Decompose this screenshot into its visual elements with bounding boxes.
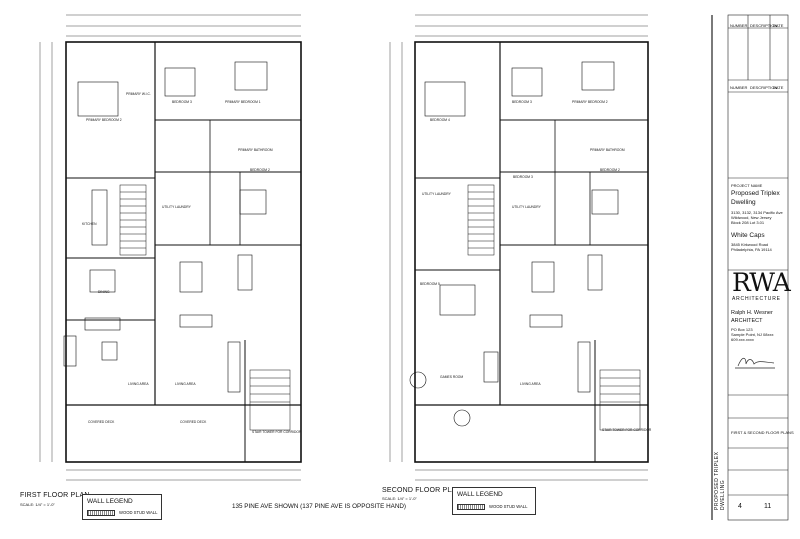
wall-legend-item: WOOD STUD WALL [119,510,158,515]
wall-legend-2: WALL LEGEND WOOD STUD WALL [452,487,536,515]
wall-legend-item: WOOD STUD WALL [489,504,528,509]
first-floor-plan [39,14,302,481]
room-label: PRIMARY BATHROOM [238,148,273,152]
revision-header-date: DATE [773,85,784,90]
room-label: BEDROOM 2 [250,168,270,172]
architect-name: Ralph H. Wesner [731,310,773,316]
project-address-2: Wildwood, New Jersey [731,215,772,220]
rwa-logo-subtitle: ARCHITECTURE [732,296,781,302]
sheet-total: 11 [764,503,772,510]
project-name-line-1: Proposed Triplex [731,190,780,197]
vertical-project-text: PROPOSED TRIPLEX DWELLING [714,451,726,510]
second-floor-plan-title: SECOND FLOOR PLAN [382,487,462,494]
room-label: UTILITY LAUNDRY [512,205,541,209]
room-label: PRIMARY BEDROOM 2 [86,118,122,122]
room-label: BEDROOM 3 [512,100,532,104]
room-label: KITCHEN [82,222,97,226]
revision-header-description: DESCRIPTION [750,23,778,28]
architect-address-1: PO Box 123 [731,327,753,332]
room-label: UTILITY LAUNDRY [422,192,451,196]
second-floor-plan [389,14,649,481]
wall-legend-1: WALL LEGEND WOOD STUD WALL [82,494,162,520]
rwa-logo: RWA [732,268,791,297]
room-label: BEDROOM 3 [513,175,533,179]
project-name-label: PROJECT NAME [731,183,763,188]
room-label: STAIR TOWER FOR CORRIDOR [602,428,652,432]
room-label: PRIMARY BEDROOM 2 [572,100,608,104]
project-address-1: 3130, 3132, 3134 Pacific Ave [731,210,783,215]
wall-legend-title: WALL LEGEND [87,498,133,505]
sheet-title: FIRST & SECOND FLOOR PLANS [731,430,794,435]
second-floor-plan-scale: SCALE: 1/4" = 1'-0" [382,496,417,501]
revision-header-number: NUMBER [730,85,748,90]
room-label: DINING [98,290,110,294]
title-block-frame [711,14,789,521]
revision-header-description: DESCRIPTION [750,85,778,90]
first-floor-plan-scale: SCALE: 1/4" = 1'-0" [20,502,55,507]
architect-address-2: Sample Point, NJ 08xxx [731,332,774,337]
sheet-number: 4 [738,503,742,510]
room-label: LIVING AREA [520,382,541,386]
room-label: PRIMARY W.I.C. [126,92,151,96]
wood-stud-wall-swatch [87,510,115,516]
architect-signature [737,357,775,367]
revision-header-date: DATE [773,23,784,28]
project-address-3: Block 208 Lot 3.01 [731,220,765,225]
first-floor-plan-title: FIRST FLOOR PLAN [20,492,90,499]
room-label: GAMES ROOM [440,375,464,379]
architect-title: ARCHITECT [731,318,763,324]
room-label: STAIR TOWER FOR CORRIDOR [252,430,302,434]
client-name: White Caps [731,232,765,239]
room-label: PRIMARY BATHROOM [590,148,625,152]
room-label: UTILITY LAUNDRY [162,205,191,209]
client-address-2: Philadelphia, PA 19114 [731,247,772,252]
room-label: BEDROOM 4 [430,118,450,122]
room-label: BEDROOM 2 [600,168,620,172]
architect-phone: 609.xxx.xxxx [731,337,754,342]
room-label: COVERED DECK [180,420,207,424]
room-label: LIVING AREA [128,382,149,386]
room-label: BEDROOM 3 [172,100,192,104]
opposite-hand-note: 135 PINE AVE SHOWN (137 PINE AVE IS OPPO… [232,503,407,510]
wood-stud-wall-swatch [457,504,485,510]
revision-header-number: NUMBER [730,23,748,28]
room-label: COVERED DECK [88,420,115,424]
room-label: BEDROOM 5 [420,282,440,286]
client-address-1: 3845 Kirkwood Road [731,242,769,247]
room-label: PRIMARY BEDROOM 1 [225,100,261,104]
room-label: LIVING AREA [175,382,196,386]
wall-legend-title: WALL LEGEND [457,491,503,498]
project-name-line-2: Dwelling [731,199,756,206]
